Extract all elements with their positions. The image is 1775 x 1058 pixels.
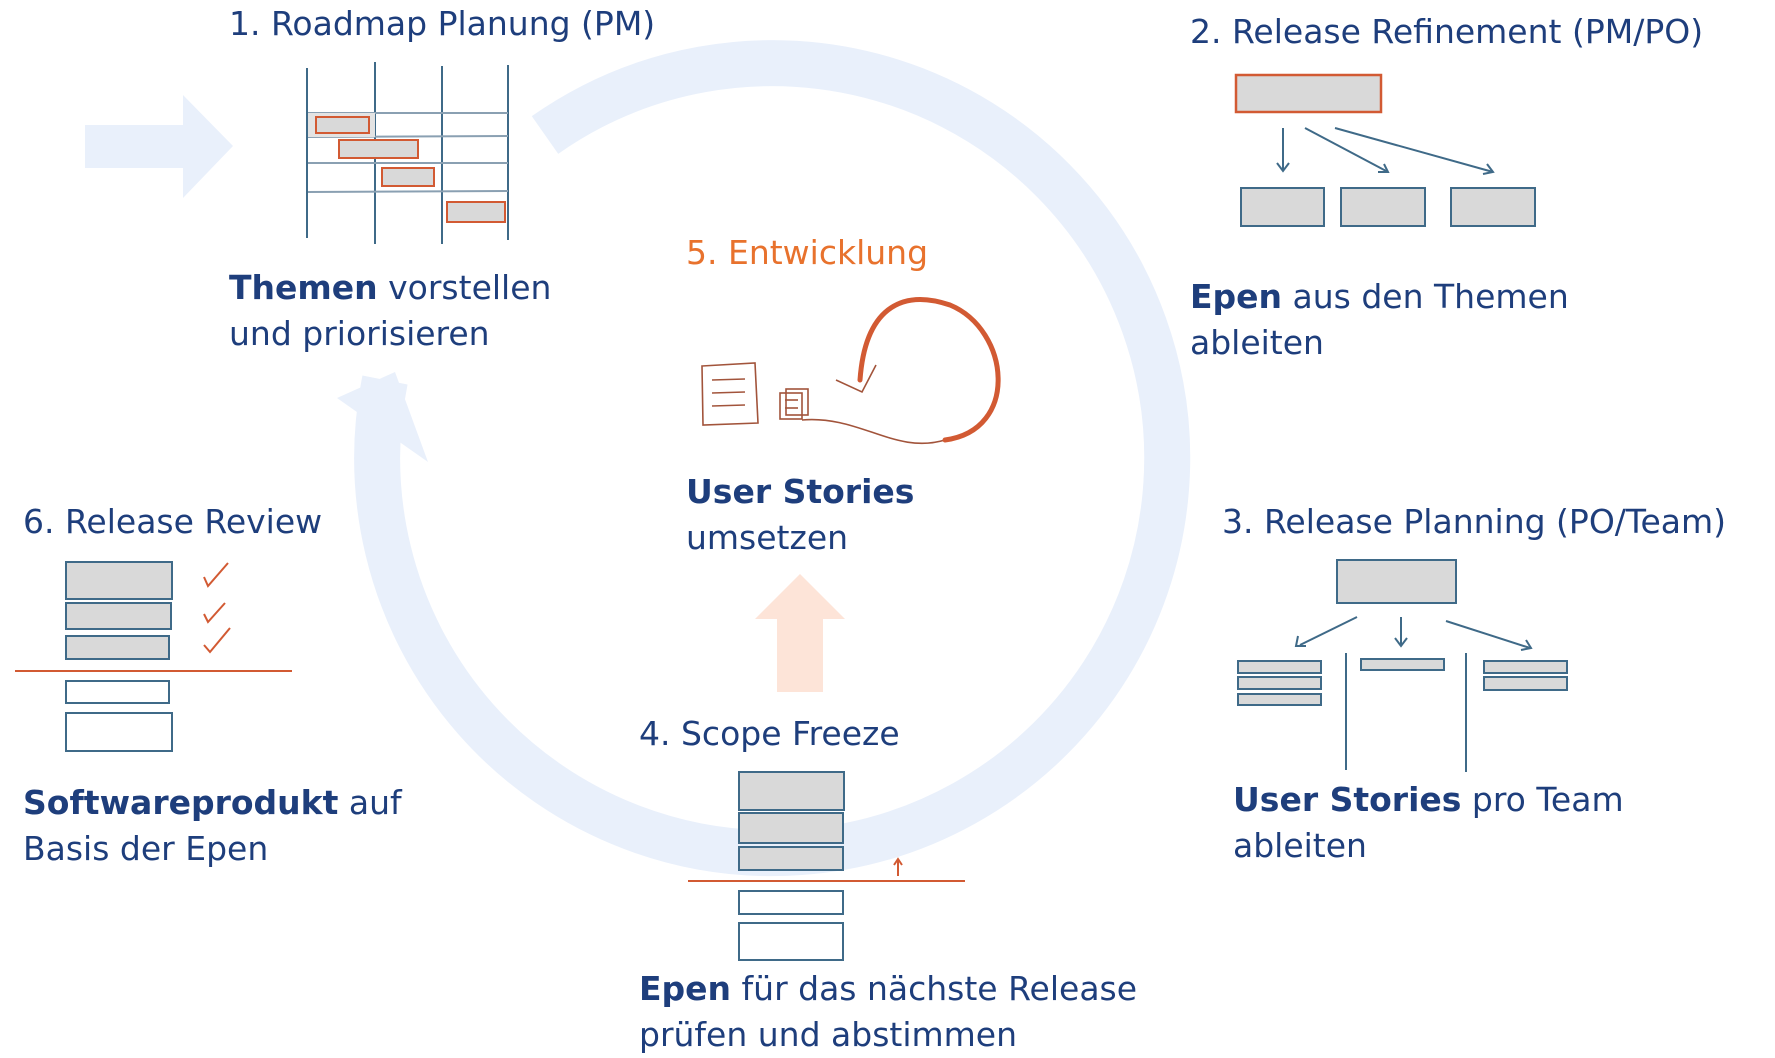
step-2-title: 2. Release Refinement (PM/PO) xyxy=(1190,12,1704,51)
step-3-text: pro Team xyxy=(1461,780,1624,819)
roadmap-grid-icon xyxy=(306,62,509,244)
step-1-text: vorstellen xyxy=(377,268,552,307)
step-3-line2: ableiten xyxy=(1233,826,1367,865)
step-2-line2: ableiten xyxy=(1190,323,1324,362)
step-1-line2: und priorisieren xyxy=(229,314,490,353)
step-6-text: auf xyxy=(338,783,402,822)
refinement-tree-icon xyxy=(1234,73,1536,227)
step-6-title: 6. Release Review xyxy=(23,502,323,541)
step-5-line2: umsetzen xyxy=(686,518,849,557)
step-6-description: Softwareprodukt auf Basis der Epen xyxy=(23,780,402,872)
step-6-line2: Basis der Epen xyxy=(23,829,269,868)
step-5-description: User Stories umsetzen xyxy=(686,469,914,561)
planning-tree-icon xyxy=(1237,559,1568,772)
development-loop-icon xyxy=(701,297,1001,692)
step-3-description: User Stories pro Team ableiten xyxy=(1233,777,1624,869)
step-2-bold: Epen xyxy=(1190,277,1283,316)
scope-freeze-stack-icon xyxy=(688,771,965,961)
entry-arrow-icon xyxy=(85,95,233,198)
step-4-text: für das nächste Release xyxy=(731,969,1138,1008)
step-2-description: Epen aus den Themen ableiten xyxy=(1190,274,1569,366)
cycle-arrowhead xyxy=(337,372,428,462)
up-arrow-icon xyxy=(755,574,845,692)
step-2-text: aus den Themen xyxy=(1282,277,1569,316)
cycle-ring xyxy=(337,40,1191,877)
step-1-bold: Themen xyxy=(229,268,378,307)
step-6-bold: Softwareprodukt xyxy=(23,783,339,822)
checkmark-icons xyxy=(203,562,231,654)
step-4-line2: prüfen und abstimmen xyxy=(639,1015,1018,1054)
step-1-title: 1. Roadmap Planung (PM) xyxy=(229,4,656,43)
step-4-description: Epen für das nächste Release prüfen und … xyxy=(639,966,1137,1058)
step-1-description: Themen vorstellen und priorisieren xyxy=(229,265,551,357)
step-5-bold: User Stories xyxy=(686,472,915,511)
step-5-title: 5. Entwicklung xyxy=(686,233,929,272)
step-4-bold: Epen xyxy=(639,969,732,1008)
step-3-bold: User Stories xyxy=(1233,780,1462,819)
step-4-title: 4. Scope Freeze xyxy=(639,714,900,753)
step-3-title: 3. Release Planning (PO/Team) xyxy=(1222,502,1727,541)
cycle-ring-path xyxy=(354,40,1191,877)
release-review-stack-icon xyxy=(15,561,292,752)
